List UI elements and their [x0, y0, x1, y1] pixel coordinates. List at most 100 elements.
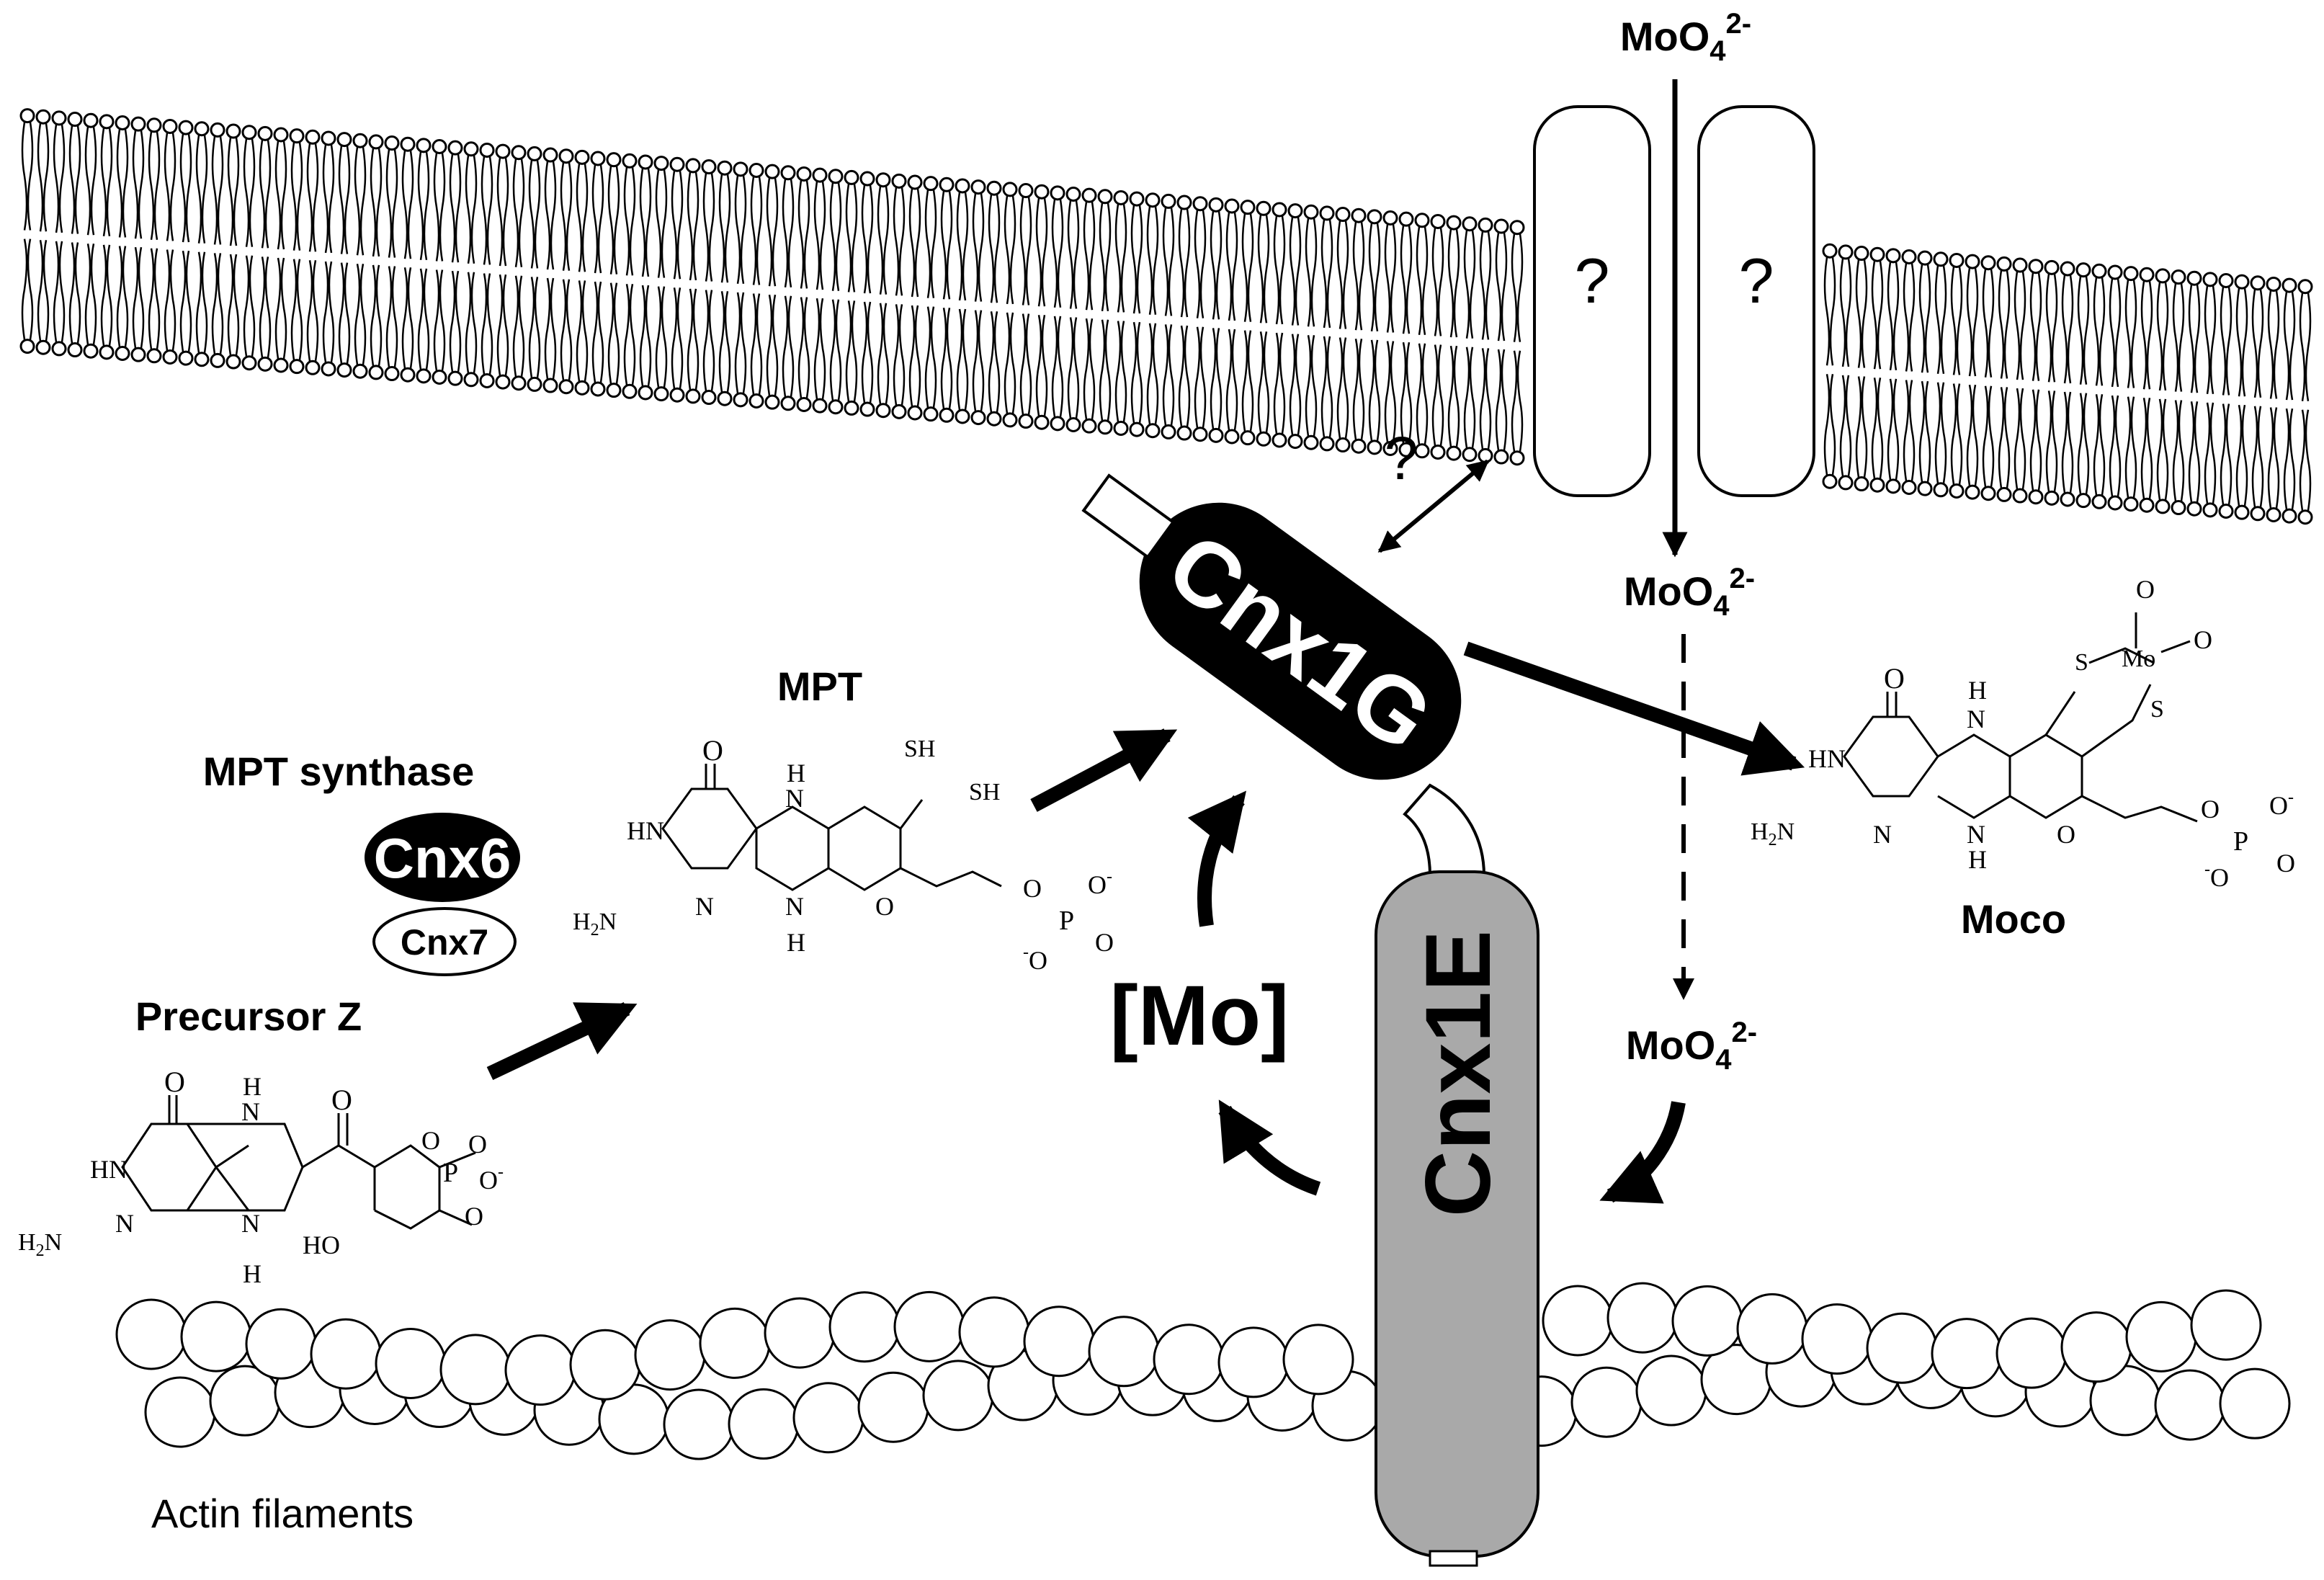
- cnx7-subunit: Cnx7: [372, 907, 517, 976]
- actin-bead: [115, 1298, 187, 1370]
- svg-text:O: O: [468, 1130, 487, 1159]
- transporter-protein-right: ?: [1697, 105, 1815, 497]
- arrow-cnx1g-to-moco: [1463, 641, 1805, 776]
- actin-bead: [2060, 1311, 2132, 1383]
- svg-text:H: H: [787, 928, 805, 957]
- svg-text:H: H: [243, 1072, 262, 1101]
- actin-bead: [663, 1388, 735, 1460]
- cnx1e-label: Cnx1E: [1407, 930, 1510, 1217]
- svg-text:O: O: [2276, 849, 2295, 878]
- arrow-cnx1e-to-mo: [1218, 1099, 1321, 1196]
- arrow-precursor-to-mpt: [486, 1001, 638, 1081]
- svg-text:P: P: [443, 1158, 458, 1188]
- transporter-protein-left: ?: [1533, 105, 1651, 497]
- svg-text:N: N: [1967, 820, 1985, 849]
- svg-text:P: P: [2233, 826, 2248, 857]
- actin-filaments: [115, 1282, 2291, 1460]
- actin-bead: [1570, 1366, 1643, 1438]
- arrow-molybdate-to-cnx1e: [1599, 1101, 1686, 1204]
- svg-text:O-: O-: [1088, 867, 1112, 899]
- cnx1e-domain: Cnx1E: [1375, 870, 1539, 1567]
- svg-text:H2N: H2N: [573, 909, 617, 939]
- svg-text:O: O: [1023, 874, 1042, 903]
- molybdate-outside-label: MoO42-: [1620, 8, 1751, 67]
- svg-text:H: H: [1968, 676, 1987, 705]
- actin-bead: [634, 1319, 706, 1391]
- cnx6-subunit: Cnx6: [365, 813, 520, 902]
- actin-bead: [504, 1334, 576, 1406]
- svg-text:N: N: [1967, 705, 1985, 733]
- actin-bead: [1606, 1282, 1679, 1354]
- actin-bead: [144, 1376, 216, 1448]
- svg-text:N: N: [695, 892, 714, 921]
- actin-bead: [1542, 1285, 1614, 1357]
- cnx6-label: Cnx6: [374, 826, 511, 890]
- svg-text:N: N: [115, 1209, 134, 1238]
- svg-text:O: O: [875, 892, 894, 921]
- svg-text:O: O: [1095, 928, 1114, 957]
- moco-label: Moco: [1961, 896, 2066, 942]
- svg-text:O: O: [2194, 625, 2212, 654]
- mo-bracket-label: [Mo]: [1110, 968, 1290, 1063]
- svg-text:O: O: [2136, 575, 2155, 604]
- actin-bead: [1088, 1316, 1160, 1388]
- arrow-mpt-to-cnx1g: [1030, 728, 1178, 812]
- precursor-z-label: Precursor Z: [135, 994, 362, 1039]
- cnx7-label: Cnx7: [401, 922, 488, 963]
- precursor-z-structure: O HN H2N N N H N H O HO O P O O- O: [18, 1066, 504, 1288]
- actin-bead: [1995, 1317, 2068, 1389]
- svg-text:O: O: [331, 1084, 352, 1116]
- actin-bead: [1282, 1324, 1354, 1396]
- actin-bead: [958, 1296, 1030, 1368]
- svg-text:S: S: [2150, 696, 2164, 723]
- channel-question-mark-2: ?: [1739, 245, 1774, 316]
- mpt-structure: O HN H2N N N H N H O SH SH O P O- O -O: [573, 734, 1114, 975]
- actin-bead: [1801, 1303, 1873, 1375]
- svg-text:HO: HO: [303, 1231, 340, 1259]
- svg-text:N: N: [785, 892, 804, 921]
- lipid-bilayer-membrane: [19, 108, 2313, 525]
- svg-text:S: S: [2075, 649, 2088, 676]
- interaction-double-arrow: [1377, 459, 1490, 553]
- actin-bead: [1217, 1326, 1290, 1398]
- interaction-question-mark: ?: [1385, 424, 1418, 492]
- svg-text:HN: HN: [1808, 744, 1846, 773]
- actin-bead: [439, 1334, 511, 1406]
- actin-bead: [1635, 1354, 1707, 1427]
- svg-text:H: H: [1968, 845, 1987, 874]
- svg-text:H2N: H2N: [1751, 818, 1795, 849]
- actin-bead: [1023, 1305, 1095, 1378]
- svg-text:SH: SH: [904, 736, 935, 762]
- svg-text:SH: SH: [969, 779, 1000, 805]
- svg-text:N: N: [785, 784, 804, 813]
- actin-bead: [375, 1327, 447, 1399]
- svg-text:Mo: Mo: [2122, 646, 2155, 672]
- svg-text:O: O: [1884, 662, 1905, 695]
- actin-bead: [1153, 1324, 1225, 1396]
- svg-text:N: N: [241, 1209, 260, 1238]
- actin-bead: [2219, 1367, 2291, 1440]
- actin-filaments-label: Actin filaments: [151, 1491, 414, 1536]
- actin-bead: [792, 1382, 864, 1454]
- actin-bead: [2190, 1289, 2262, 1361]
- svg-text:H: H: [243, 1259, 262, 1288]
- svg-text:O: O: [421, 1126, 440, 1155]
- svg-text:O: O: [2201, 795, 2220, 824]
- actin-bead: [1931, 1318, 2003, 1390]
- svg-text:H2N: H2N: [18, 1229, 62, 1260]
- svg-text:P: P: [1059, 906, 1074, 936]
- actin-bead: [1671, 1285, 1743, 1357]
- svg-text:O-: O-: [479, 1163, 504, 1195]
- mpt-label: MPT: [777, 664, 862, 709]
- actin-bead: [828, 1291, 900, 1363]
- svg-text:O-: O-: [2269, 788, 2294, 820]
- molybdate-cytosol-label: MoO42-: [1624, 563, 1755, 622]
- actin-bead: [245, 1308, 317, 1380]
- svg-text:HN: HN: [627, 816, 664, 845]
- svg-text:HN: HN: [90, 1155, 128, 1184]
- svg-text:N: N: [241, 1097, 260, 1126]
- svg-text:O: O: [164, 1066, 185, 1098]
- actin-bead: [2154, 1369, 2226, 1441]
- actin-bead: [728, 1388, 800, 1460]
